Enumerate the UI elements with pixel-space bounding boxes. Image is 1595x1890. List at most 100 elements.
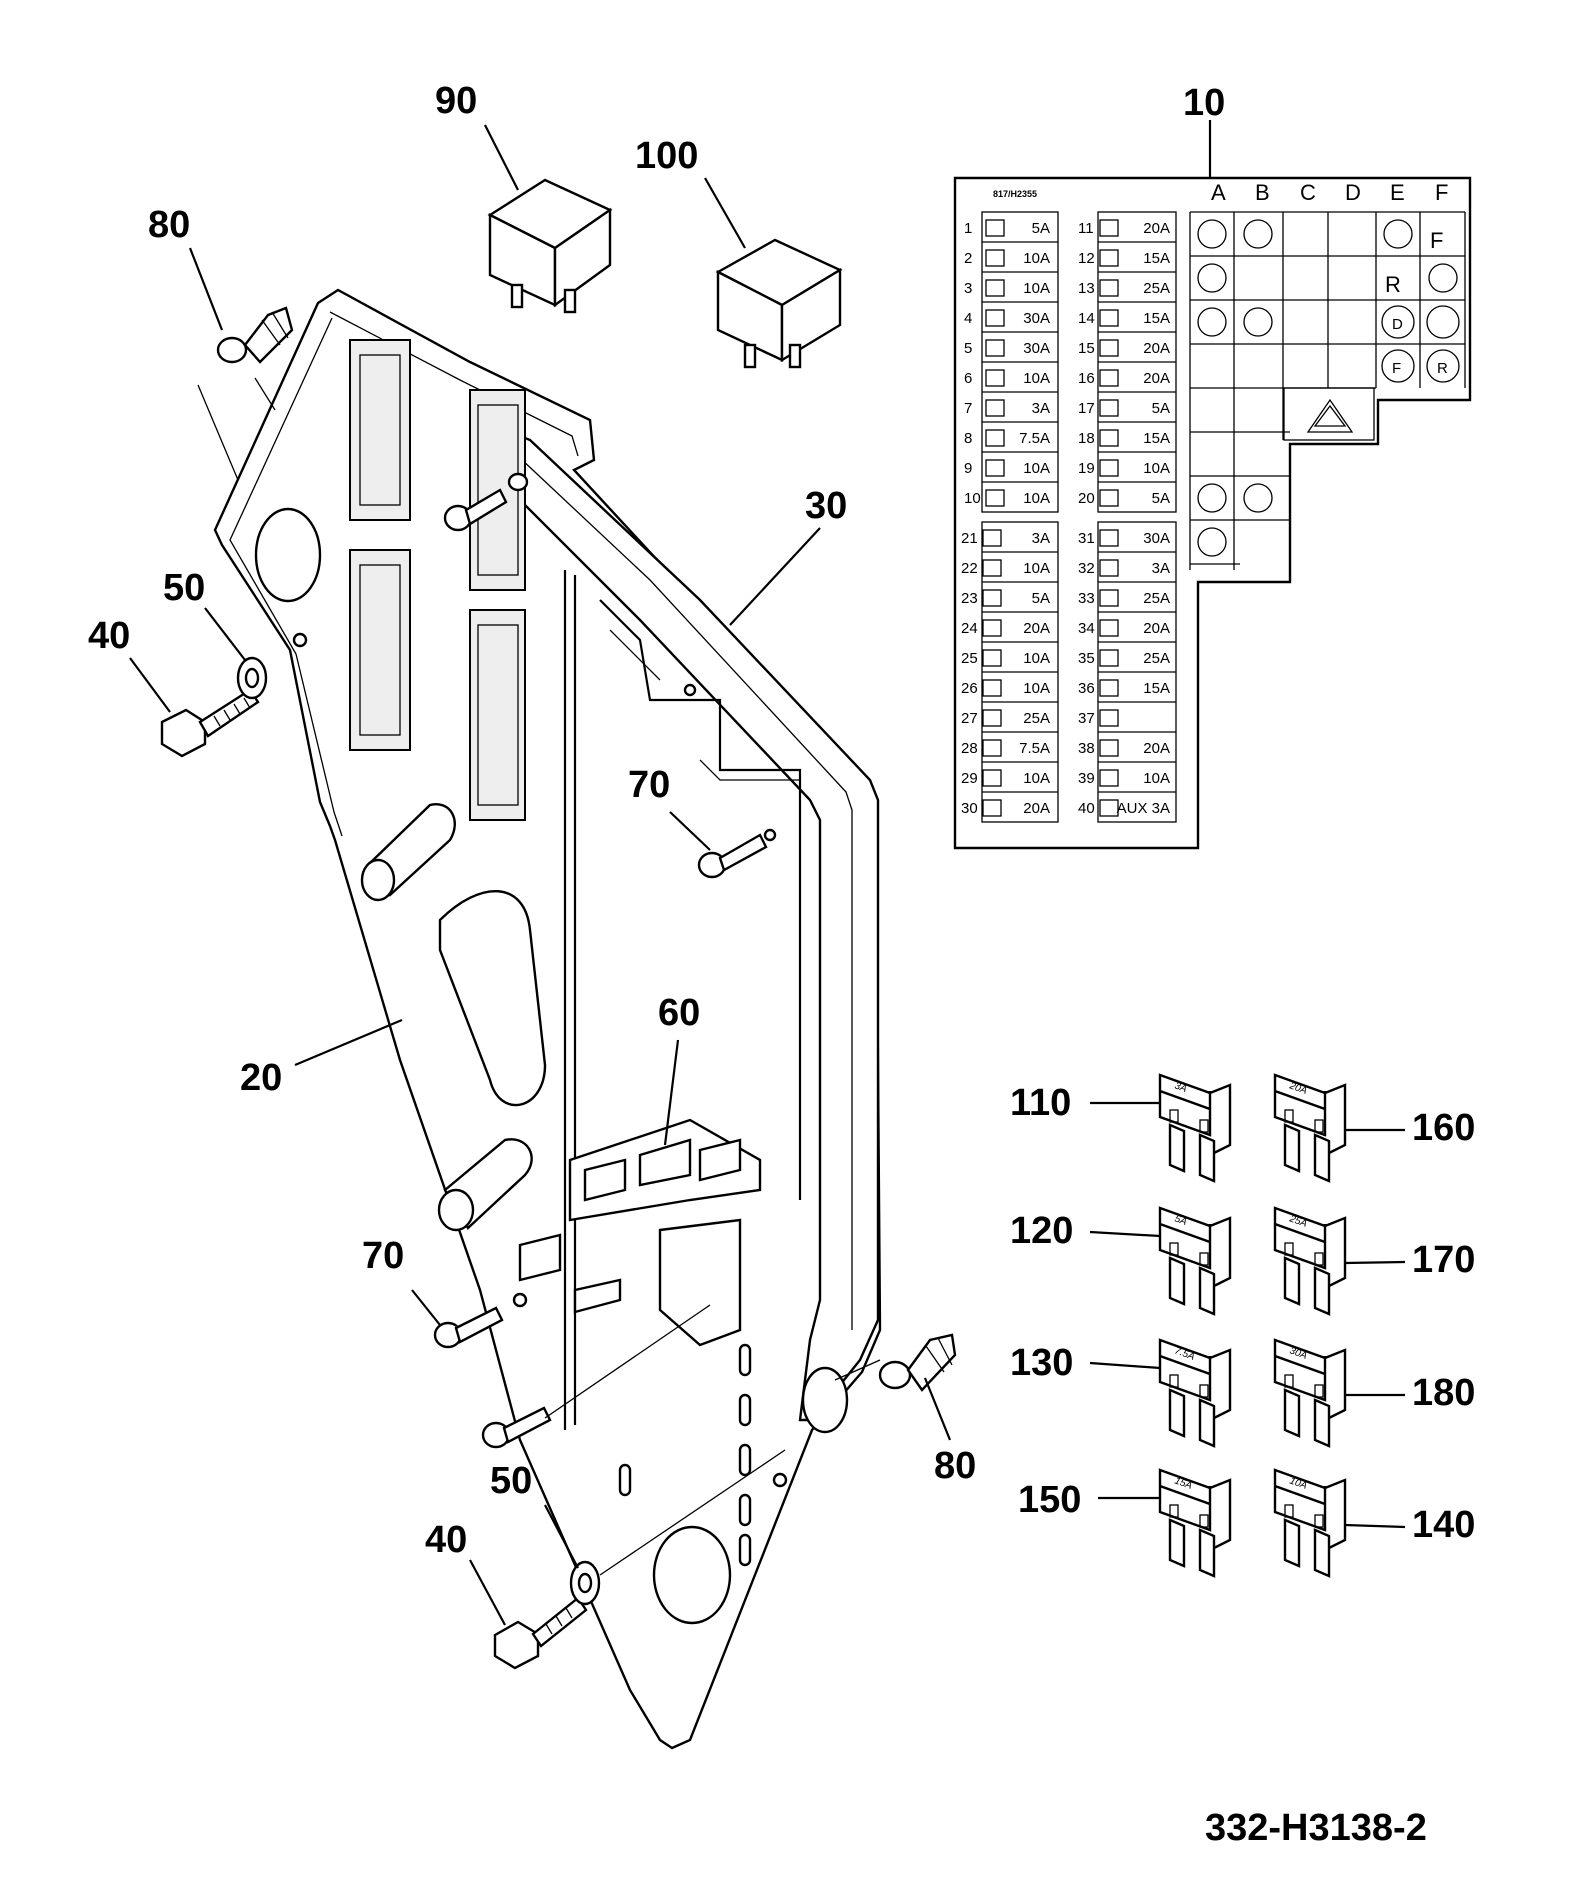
- relay-100: [715, 238, 843, 369]
- col-c: C: [1300, 180, 1316, 205]
- fuse-rating: 15A: [1143, 680, 1170, 697]
- fuse-function-icon: [1099, 249, 1119, 267]
- fuse-number: 34: [1078, 620, 1095, 637]
- fuse-function-icon: [1099, 339, 1119, 357]
- fuse-blade-rating: 10A: [1288, 1475, 1309, 1492]
- fuse-function-icon: [982, 529, 1002, 547]
- fuse-number: 37: [1078, 710, 1095, 727]
- relay-letter-r: R: [1385, 272, 1401, 297]
- callout-100: 100: [635, 135, 698, 177]
- front-frame: [508, 430, 880, 1422]
- fuse-number: 24: [961, 620, 978, 637]
- screw-upper-2: [697, 833, 768, 879]
- bolt-upper: [160, 688, 260, 758]
- screw-upper-1: [443, 472, 529, 532]
- fuse-number: 38: [1078, 740, 1095, 757]
- callout-50-lower: 50: [490, 1460, 532, 1502]
- fuse-function-icon: [982, 769, 1002, 787]
- col-d: D: [1345, 180, 1361, 205]
- fuse-number: 28: [961, 740, 978, 757]
- fuse-function-icon: [985, 279, 1005, 297]
- fuse-number: 4: [964, 310, 972, 327]
- fuse-blade-rating: 25A: [1287, 1213, 1309, 1230]
- fuse-number: 15: [1078, 340, 1095, 357]
- callout-10: 10: [1183, 82, 1225, 124]
- fuse-number: 36: [1078, 680, 1095, 697]
- fuse-number: 21: [961, 530, 978, 547]
- bolt-lower: [493, 1596, 588, 1670]
- fuse-blade-rating: 15A: [1173, 1475, 1194, 1492]
- fuse-number: 23: [961, 590, 978, 607]
- fuse-number: 3: [964, 280, 972, 297]
- fuse-rating: 25A: [1023, 710, 1050, 727]
- fuse-rating: 7.5A: [1019, 430, 1050, 447]
- callout-50-upper: 50: [163, 567, 205, 609]
- fuse-function-icon: [1099, 429, 1119, 447]
- fuse-blade-rating: 30A: [1288, 1345, 1309, 1362]
- callout-160: 160: [1412, 1107, 1475, 1149]
- fuse-number: 18: [1078, 430, 1095, 447]
- fuse-function-icon: [1099, 459, 1119, 477]
- fuse-rating: 20A: [1143, 370, 1170, 387]
- callout-30: 30: [805, 485, 847, 527]
- fuse-blade-140: 10A: [1273, 1468, 1406, 1578]
- fuse-function-icon: [1099, 679, 1119, 697]
- relay-grid: F R D F R: [1189, 211, 1466, 570]
- callout-90: 90: [435, 80, 477, 122]
- fuse-number: 17: [1078, 400, 1095, 417]
- fuse-number: 40: [1078, 800, 1095, 817]
- fuse-function-icon: [985, 249, 1005, 267]
- callout-170: 170: [1412, 1239, 1475, 1281]
- fuse-function-icon: [1099, 219, 1119, 237]
- fuse-function-icon: [1099, 559, 1119, 577]
- callout-40-upper: 40: [88, 615, 130, 657]
- fuse-number: 29: [961, 770, 978, 787]
- fuse-rating: 10A: [1023, 280, 1050, 297]
- fuse-number: 26: [961, 680, 978, 697]
- fuse-function-icon: [1099, 489, 1119, 507]
- fuse-number: 14: [1078, 310, 1095, 327]
- fuse-rating: 3A: [1152, 560, 1170, 577]
- fuse-rating: 30A: [1143, 530, 1170, 547]
- fuse-function-icon: [982, 799, 1002, 817]
- fuse-rating: 25A: [1143, 280, 1170, 297]
- fuse-blade-150: 15A: [1098, 1468, 1232, 1578]
- fuse-function-icon: [985, 429, 1005, 447]
- fuse-function-icon: [1099, 399, 1119, 417]
- mounting-hole: [254, 507, 322, 603]
- fuse-number: 9: [964, 460, 972, 477]
- spacer-boss-lower: [437, 1138, 533, 1232]
- leader-lines: [129, 120, 1212, 1626]
- fuse-function-icon: [985, 309, 1005, 327]
- fuse-rating: 5A: [1032, 220, 1050, 237]
- fuse-rating: 3A: [1032, 530, 1050, 547]
- label-card-ref: 817/H2355: [993, 189, 1037, 199]
- fuse-function-icon: [985, 219, 1005, 237]
- fuse-number: 10: [964, 490, 981, 507]
- relay-symbols: [1197, 219, 1460, 557]
- fuse-rating: 5A: [1152, 490, 1170, 507]
- fuse-blade-130: 7.5A: [1089, 1338, 1232, 1448]
- fuse-rating: 10A: [1023, 560, 1050, 577]
- fuse-function-icon: [985, 489, 1005, 507]
- callout-180: 180: [1412, 1372, 1475, 1414]
- fuse-function-icon: [1099, 649, 1119, 667]
- fuse-number: 30: [961, 800, 978, 817]
- relay-letter-f: F: [1430, 228, 1443, 253]
- fuse-rating: 20A: [1143, 220, 1170, 237]
- fuse-number: 20: [1078, 490, 1095, 507]
- screw-lower-1: [433, 1306, 504, 1349]
- push-rivet-upper: [216, 306, 294, 364]
- fuse-number: 12: [1078, 250, 1095, 267]
- mounting-hole-right: [801, 1366, 849, 1434]
- fuse-rating: 25A: [1143, 650, 1170, 667]
- fuse-blade-160: 20A: [1273, 1073, 1405, 1183]
- fuse-rating: 30A: [1023, 340, 1050, 357]
- fuse-function-icon: [982, 739, 1002, 757]
- fuse-blade-180: 30A: [1273, 1338, 1405, 1448]
- fuse-number: 25: [961, 650, 978, 667]
- fuse-function-icon: [982, 589, 1002, 607]
- col-b: B: [1255, 180, 1270, 205]
- fuse-rating: 25A: [1143, 590, 1170, 607]
